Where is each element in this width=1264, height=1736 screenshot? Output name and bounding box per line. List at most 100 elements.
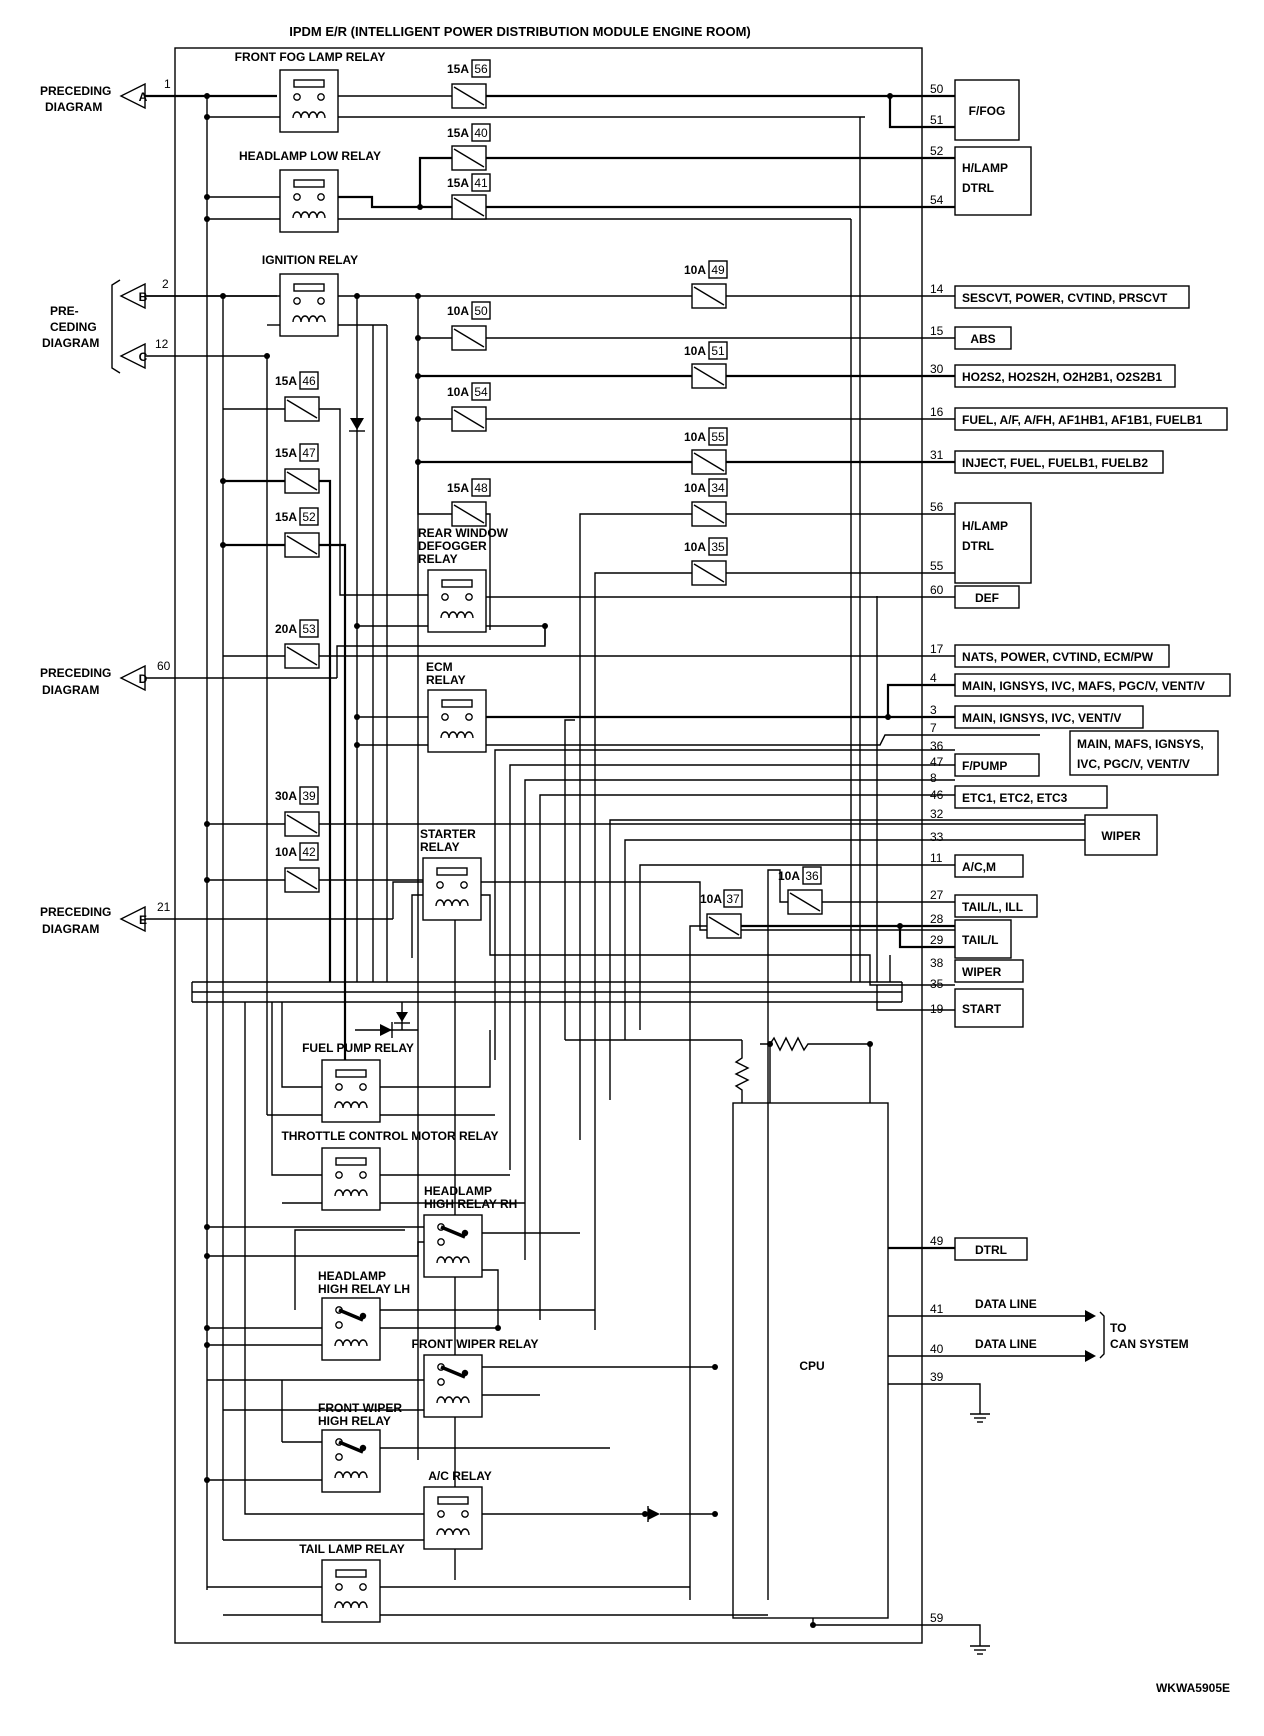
svg-text:IVC, PGC/V, VENT/V: IVC, PGC/V, VENT/V (1077, 757, 1190, 771)
svg-text:MAIN, MAFS, IGNSYS,: MAIN, MAFS, IGNSYS, (1077, 737, 1204, 751)
svg-text:PRECEDING: PRECEDING (40, 666, 111, 680)
svg-text:46: 46 (930, 788, 944, 802)
front-fog-lamp-relay: FRONT FOG LAMP RELAY (204, 50, 865, 133)
svg-text:A/C,M: A/C,M (962, 860, 996, 874)
svg-text:49: 49 (711, 263, 725, 277)
svg-text:36: 36 (805, 869, 819, 883)
svg-text:REAR WINDOW: REAR WINDOW (418, 526, 509, 540)
svg-text:F/PUMP: F/PUMP (962, 759, 1007, 773)
figure-id: WKWA5905E (1156, 1681, 1230, 1695)
fuse-51: 10A 51 (415, 341, 955, 389)
out-start: START (954, 988, 1024, 1028)
out-wiper-2: WIPER (954, 959, 1024, 983)
svg-text:34: 34 (711, 481, 725, 495)
svg-text:41: 41 (474, 176, 488, 190)
svg-text:ETC1, ETC2, ETC3: ETC1, ETC2, ETC3 (962, 791, 1068, 805)
svg-text:HEADLAMP LOW RELAY: HEADLAMP LOW RELAY (239, 149, 381, 163)
svg-text:20A: 20A (275, 622, 297, 636)
svg-text:10A: 10A (447, 385, 469, 399)
fuse-46: 15A 46 (223, 371, 430, 596)
svg-text:A/C RELAY: A/C RELAY (428, 1469, 492, 1483)
fuse-49: 10A 49 (684, 260, 955, 309)
svg-text:HIGH RELAY: HIGH RELAY (318, 1414, 391, 1428)
svg-text:TAIL/L: TAIL/L (962, 933, 998, 947)
out-def: DEF (954, 585, 1020, 609)
out-dtrl: DTRL (954, 1237, 1028, 1261)
svg-text:PRE-: PRE- (50, 304, 79, 318)
svg-text:55: 55 (711, 430, 725, 444)
svg-text:54: 54 (474, 385, 488, 399)
svg-text:55: 55 (930, 559, 944, 573)
fuse-47: 15A 47 (220, 443, 332, 982)
svg-text:60: 60 (157, 659, 171, 673)
svg-text:TAIL LAMP RELAY: TAIL LAMP RELAY (299, 1542, 405, 1556)
preceding-bc: PRE- CEDING DIAGRAM B 2 C 12 (42, 277, 277, 374)
svg-text:10A: 10A (684, 263, 706, 277)
svg-text:49: 49 (930, 1234, 944, 1248)
data-line-labels: DATA LINE DATA LINE TO CAN SYSTEM (975, 1297, 1189, 1359)
cpu-wires (810, 1246, 1096, 1655)
svg-text:DEFOGGER: DEFOGGER (418, 539, 487, 553)
svg-text:28: 28 (930, 912, 944, 926)
svg-text:A: A (139, 90, 148, 104)
svg-text:FUEL, A/F, A/FH, AF1HB1, AF1B1: FUEL, A/F, A/FH, AF1HB1, AF1B1, FUELB1 (962, 413, 1203, 427)
preceding-a: PRECEDING DIAGRAM A 1 (40, 77, 277, 114)
svg-text:RELAY: RELAY (426, 673, 466, 687)
svg-text:31: 31 (930, 448, 944, 462)
resistors (565, 1036, 873, 1103)
svg-text:8: 8 (930, 771, 937, 785)
svg-text:41: 41 (930, 1302, 944, 1316)
svg-text:RELAY: RELAY (418, 552, 458, 566)
svg-text:WIPER: WIPER (1101, 829, 1141, 843)
svg-text:10A: 10A (684, 430, 706, 444)
svg-text:51: 51 (930, 113, 944, 127)
svg-text:HEADLAMP: HEADLAMP (424, 1184, 492, 1198)
svg-text:48: 48 (474, 481, 488, 495)
svg-text:NATS, POWER, CVTIND, ECM/PW: NATS, POWER, CVTIND, ECM/PW (962, 650, 1154, 664)
svg-text:29: 29 (930, 933, 944, 947)
ac-relay: A/C RELAY (223, 1002, 718, 1550)
svg-text:C: C (139, 350, 148, 364)
svg-text:MAIN, IGNSYS, IVC, MAFS, PGC/V: MAIN, IGNSYS, IVC, MAFS, PGC/V, VENT/V (962, 679, 1205, 693)
output-stubs (876, 955, 955, 1011)
out-sescvt: SESCVT, POWER, CVTIND, PRSCVT (954, 285, 1190, 309)
out-ffog: F/FOG (954, 79, 1020, 141)
svg-text:56: 56 (474, 62, 488, 76)
svg-text:51: 51 (711, 344, 725, 358)
fuse-41: 15A 41 (447, 173, 970, 220)
headlamp-high-relay-rh: HEADLAMP HIGH RELAY RH (204, 1184, 580, 1328)
svg-text:16: 16 (930, 405, 944, 419)
out-main-2: MAIN, IGNSYS, IVC, VENT/V (954, 705, 1144, 729)
out-hlamp-2: H/LAMP DTRL (954, 502, 1032, 584)
svg-text:30: 30 (930, 362, 944, 376)
svg-text:1: 1 (164, 77, 171, 91)
svg-text:60: 60 (930, 583, 944, 597)
svg-text:DIAGRAM: DIAGRAM (45, 100, 102, 114)
svg-text:HO2S2, HO2S2H, O2H2B1, O2S2B1: HO2S2, HO2S2H, O2H2B1, O2S2B1 (962, 370, 1162, 384)
svg-text:DIAGRAM: DIAGRAM (42, 336, 99, 350)
svg-text:DIAGRAM: DIAGRAM (42, 683, 99, 697)
out-hlamp-1: H/LAMP DTRL (954, 146, 1032, 216)
svg-text:IGNITION RELAY: IGNITION RELAY (262, 253, 358, 267)
svg-text:39: 39 (930, 1370, 944, 1384)
out-main-3: MAIN, MAFS, IGNSYS, IVC, PGC/V, VENT/V (1069, 730, 1219, 776)
out-nats: NATS, POWER, CVTIND, ECM/PW (954, 644, 1170, 668)
svg-text:10A: 10A (700, 892, 722, 906)
svg-text:DTRL: DTRL (962, 181, 994, 195)
svg-text:42: 42 (302, 845, 316, 859)
svg-text:52: 52 (302, 510, 316, 524)
svg-text:3: 3 (930, 703, 937, 717)
diode-ignition (349, 418, 365, 432)
svg-text:D: D (139, 672, 148, 686)
svg-text:SESCVT, POWER, CVTIND, PRSCVT: SESCVT, POWER, CVTIND, PRSCVT (962, 291, 1168, 305)
svg-text:33: 33 (930, 830, 944, 844)
fuse-56: 15A 56 (447, 59, 955, 109)
fuse-34: 10A 34 (579, 478, 955, 1140)
headlamp-low-relay: HEADLAMP LOW RELAY (204, 149, 851, 233)
throttle-control-motor-relay: THROTTLE CONTROL MOTOR RELAY (271, 1002, 525, 1211)
svg-text:DTRL: DTRL (975, 1243, 1007, 1257)
cpu-label: CPU (799, 1359, 824, 1373)
svg-text:21: 21 (157, 900, 171, 914)
page-title: IPDM E/R (INTELLIGENT POWER DISTRIBUTION… (289, 24, 751, 39)
